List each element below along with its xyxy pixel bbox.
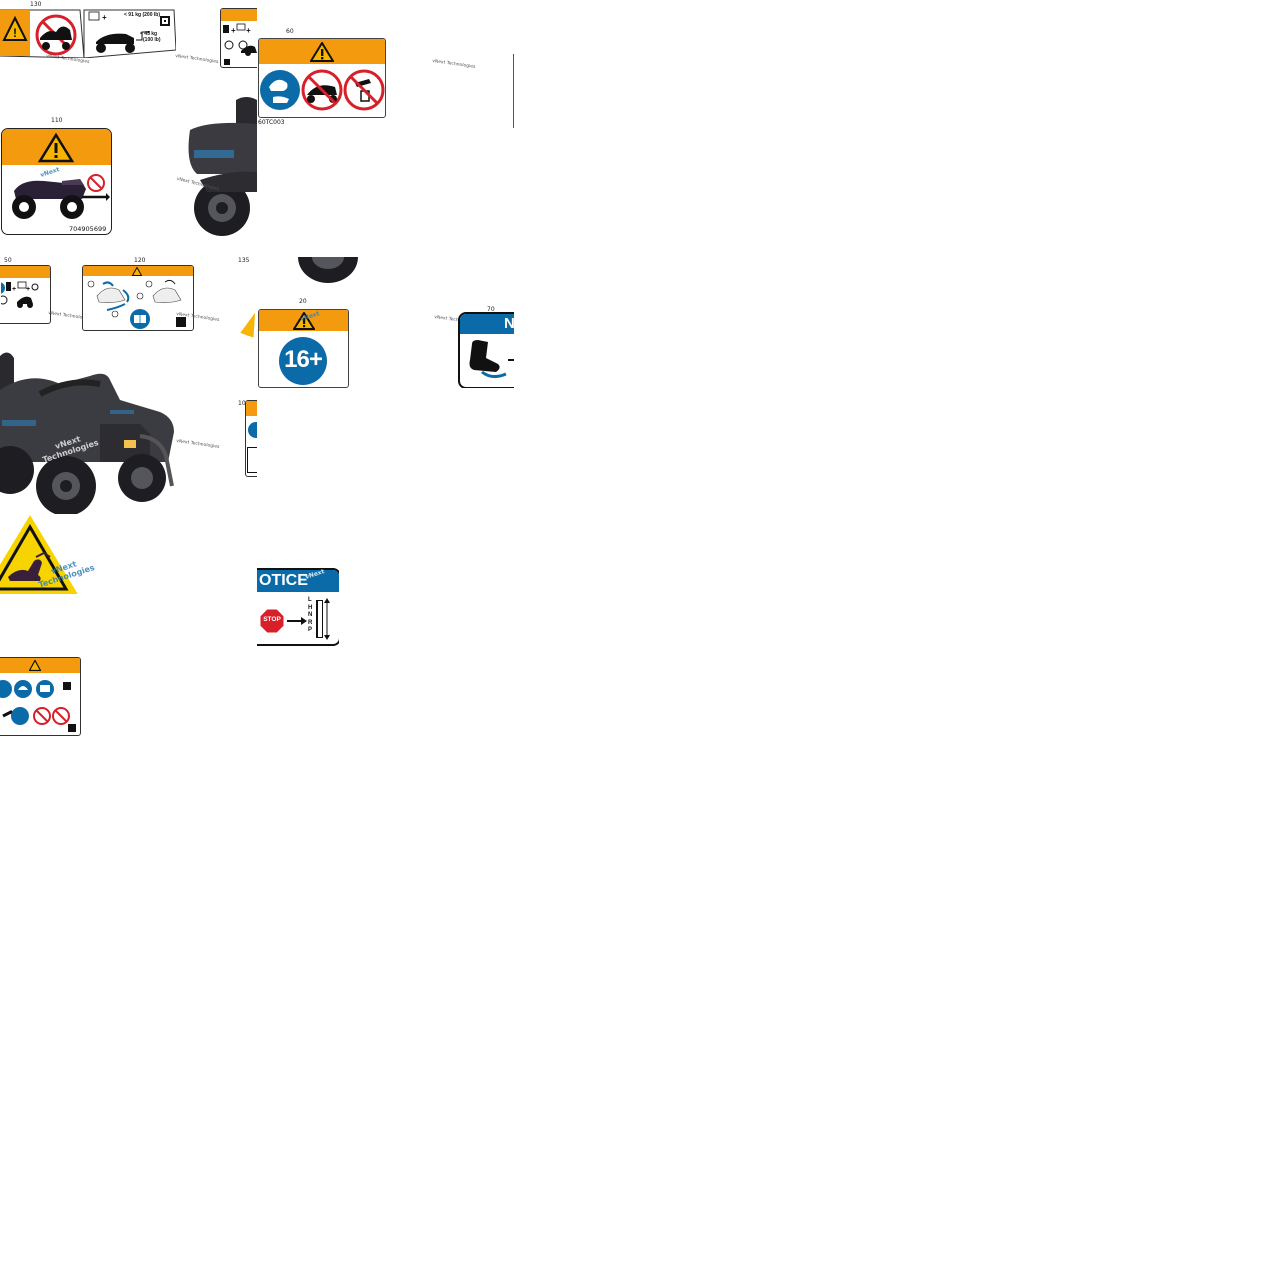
read-manual-icon bbox=[36, 680, 54, 698]
warning-triangle-icon bbox=[310, 42, 334, 62]
no-towing-passenger-icon bbox=[12, 174, 110, 219]
svg-text:+: + bbox=[102, 13, 107, 22]
qr-code-icon bbox=[63, 682, 71, 690]
qr-code-icon bbox=[68, 724, 76, 732]
passenger-load-icons: + + bbox=[1, 281, 39, 308]
gear-selector-track bbox=[316, 600, 323, 638]
svg-text:+: + bbox=[246, 26, 251, 35]
no-riding-icon bbox=[52, 707, 70, 725]
brake-pedal-icon bbox=[469, 340, 514, 379]
decal-20: 16+ bbox=[258, 309, 349, 388]
no-passenger-icon bbox=[33, 707, 51, 725]
callout-110: 110 bbox=[51, 117, 63, 124]
decal-10 bbox=[245, 400, 257, 477]
stop-sign-text: STOP bbox=[263, 616, 281, 623]
atv-rear-view-top: vNext Technologies bbox=[170, 90, 257, 242]
notice-banner-text: OTICE bbox=[259, 572, 308, 589]
decal-notice-gear: OTICE STOP L H N R P vNext bbox=[257, 568, 339, 646]
decal-130-frame: ! + bbox=[0, 9, 177, 59]
instruction-box bbox=[247, 447, 257, 473]
callout-120: 120 bbox=[134, 257, 146, 264]
decal-50: + + bbox=[0, 265, 51, 324]
warning-triangle-icon bbox=[38, 133, 74, 163]
passenger-load-icons: + + bbox=[223, 23, 257, 65]
svg-text:+: + bbox=[26, 286, 30, 293]
age-limit-icon bbox=[279, 337, 327, 385]
callout-130: 130 bbox=[30, 1, 42, 8]
watermark: vNext Technologies bbox=[175, 438, 220, 451]
wear-gloves-icon bbox=[0, 680, 12, 698]
decal-70: N bbox=[458, 312, 514, 388]
notice-banner bbox=[460, 314, 514, 334]
decal-60-code: 60TC003 bbox=[258, 119, 285, 126]
blue-mandatory-icon bbox=[248, 422, 257, 438]
callout-70: 70 bbox=[487, 306, 495, 313]
frame-edge-line bbox=[513, 54, 514, 128]
hitch-load-limit: < 45 kg bbox=[140, 31, 158, 37]
decal-120 bbox=[82, 265, 194, 331]
warning-triangle-icon bbox=[293, 312, 315, 330]
blue-mandatory-icon bbox=[11, 707, 29, 725]
notice-banner bbox=[257, 570, 339, 592]
gear-positions: L H N R P bbox=[308, 597, 313, 634]
hand-crush-warning-icon bbox=[0, 515, 78, 594]
callout-20: 20 bbox=[299, 298, 307, 305]
hitch-load-limit-lb: (100 lb) bbox=[143, 37, 161, 43]
warning-triangle-icon bbox=[29, 660, 41, 671]
decal-safety-gear bbox=[0, 657, 81, 736]
decal-110-part-number: 704905699 bbox=[69, 225, 107, 233]
no-alcohol-icon bbox=[343, 69, 385, 111]
arrow-right-icon bbox=[301, 617, 307, 625]
watermark: vNext Technologies bbox=[174, 53, 219, 66]
age-limit-text: 16+ bbox=[284, 346, 323, 373]
decal-60 bbox=[258, 38, 386, 118]
wear-helmet-icon bbox=[260, 70, 300, 110]
up-down-arrow-icon bbox=[324, 598, 330, 640]
svg-text:!: ! bbox=[13, 26, 17, 40]
callout-10: 10 bbox=[238, 400, 246, 407]
callout-50: 50 bbox=[4, 257, 12, 264]
warning-triangle-icon bbox=[132, 267, 142, 276]
svg-text:+: + bbox=[12, 286, 16, 293]
svg-text:+: + bbox=[231, 26, 236, 35]
decal-130: ! + < 91 kg (200 lb) < 45 kg (100 lb) bbox=[0, 8, 177, 59]
watermark: vNext Technologies bbox=[431, 58, 476, 71]
arrow-line bbox=[287, 620, 303, 622]
callout-60: 60 bbox=[286, 28, 294, 35]
atv-tire-fragment bbox=[290, 257, 360, 285]
decal-110: 704905699 bbox=[1, 128, 112, 235]
notice-banner-text: N bbox=[504, 315, 514, 332]
qr-code-icon bbox=[176, 317, 186, 327]
headlight bbox=[124, 440, 136, 448]
wear-helmet-icon bbox=[14, 680, 32, 698]
rack-load-limit: < 91 kg (200 lb) bbox=[124, 12, 160, 18]
decal-top-clipped: + + bbox=[220, 8, 257, 68]
seat-removal-steps-icon bbox=[87, 279, 182, 329]
stop-sign-icon bbox=[259, 608, 285, 634]
callout-135: 135 bbox=[238, 257, 250, 264]
no-passenger-icon bbox=[301, 69, 343, 111]
